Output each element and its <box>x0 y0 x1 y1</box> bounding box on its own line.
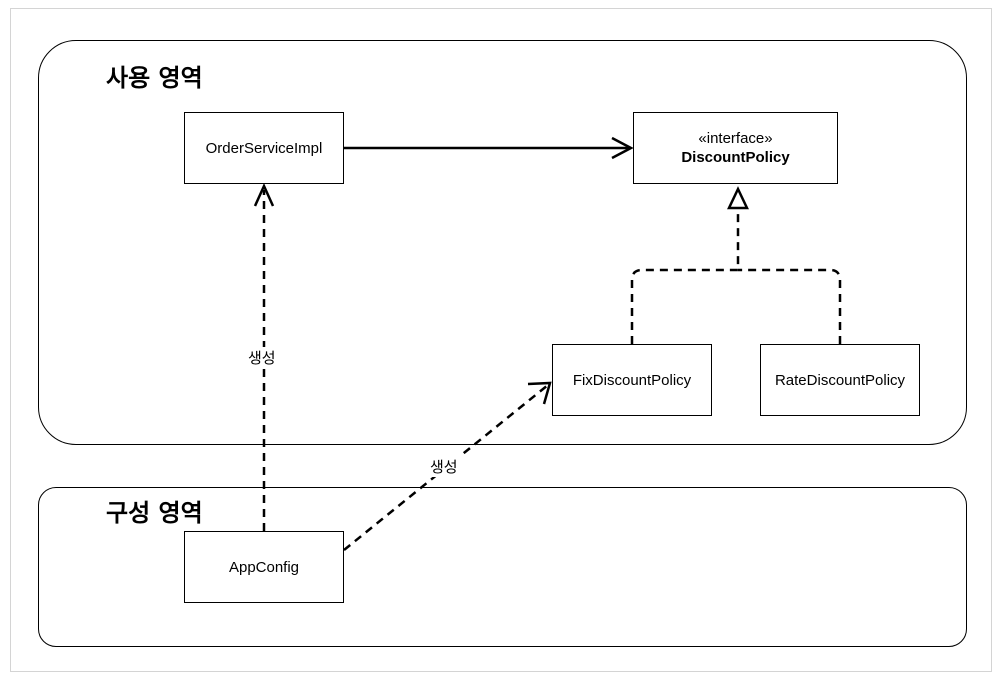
app-config-label: AppConfig <box>228 558 300 576</box>
discount-policy-stereotype: «interface» <box>698 130 773 147</box>
create-fix-label: 생성 <box>428 456 460 477</box>
create-order-label: 생성 <box>246 347 278 368</box>
rate-discount-policy-label: RateDiscountPolicy <box>774 371 906 389</box>
order-service-impl-label: OrderServiceImpl <box>205 139 323 157</box>
order-service-impl-box: OrderServiceImpl <box>184 112 344 184</box>
fix-discount-policy-box: FixDiscountPolicy <box>552 344 712 416</box>
fix-discount-policy-label: FixDiscountPolicy <box>572 371 692 389</box>
order-to-policy-arrowhead <box>611 136 634 160</box>
appconfig-to-order-arrowhead <box>253 182 275 207</box>
appconfig-to-fix-arrowhead <box>527 381 552 405</box>
config-region <box>38 487 967 647</box>
discount-policy-label: DiscountPolicy <box>681 149 790 166</box>
fix-realization-path <box>630 210 740 344</box>
usage-region <box>38 40 967 445</box>
rate-discount-policy-box: RateDiscountPolicy <box>760 344 920 416</box>
rate-realization-path <box>738 268 842 344</box>
usage-region-title: 사용 영역 <box>106 64 203 92</box>
config-region-title: 구성 영역 <box>106 499 203 527</box>
diagram-frame <box>10 8 992 672</box>
discount-policy-box: «interface» DiscountPolicy <box>633 112 838 184</box>
realization-triangle <box>727 186 749 210</box>
app-config-box: AppConfig <box>184 531 344 603</box>
